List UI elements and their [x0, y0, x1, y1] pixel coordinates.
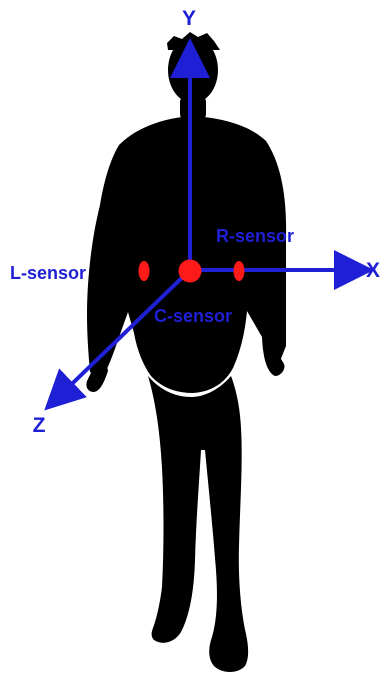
- z-axis-label: Z: [33, 414, 46, 437]
- left-sensor-marker: [139, 261, 150, 281]
- y-axis-label: Y: [182, 7, 196, 30]
- right-sensor-marker: [234, 261, 245, 281]
- c-sensor-label: C-sensor: [154, 306, 232, 326]
- l-sensor-label: L-sensor: [10, 263, 86, 283]
- person-silhouette: [86, 32, 286, 672]
- x-axis-label: X: [366, 259, 380, 282]
- center-sensor-marker: [179, 260, 202, 283]
- r-sensor-label: R-sensor: [216, 226, 294, 246]
